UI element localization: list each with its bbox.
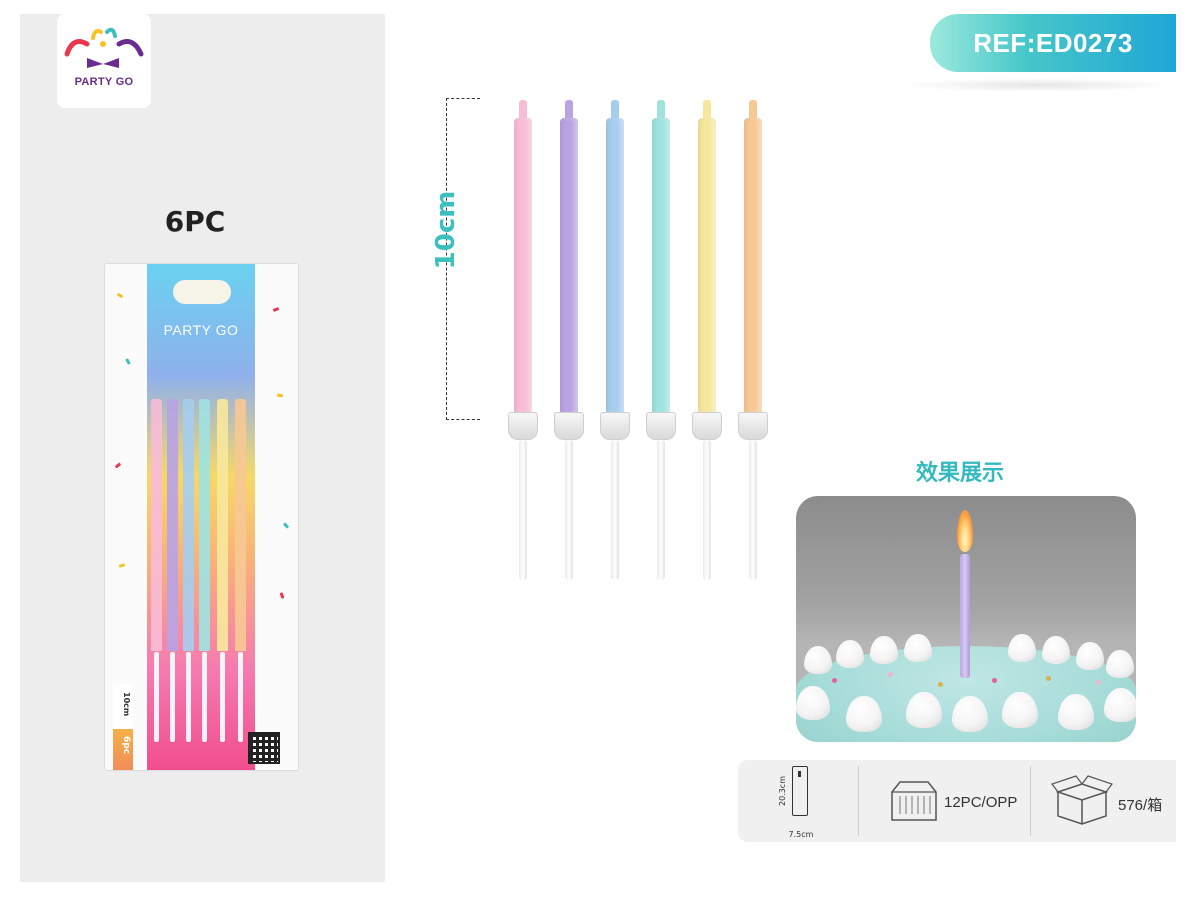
package-height-label: 20.3cm — [778, 776, 787, 807]
hang-hole — [173, 280, 231, 304]
lit-candle — [960, 554, 970, 678]
candle-body — [744, 118, 762, 413]
cake-effect-photo — [796, 496, 1136, 742]
confetti — [276, 393, 284, 398]
spec-divider — [1030, 766, 1031, 836]
sprinkle — [832, 678, 837, 683]
confetti — [118, 563, 126, 568]
candle-stick — [565, 440, 573, 580]
reference-code: REF:ED0273 — [973, 27, 1133, 58]
candle-wick-tip — [611, 100, 619, 122]
meringue — [836, 640, 864, 668]
height-dimension-line — [446, 98, 480, 420]
inner-pack-label: 12PC/OPP — [944, 794, 1018, 811]
meringue — [952, 696, 988, 732]
pack-size-tag: 10cm 6pc — [113, 684, 133, 770]
candle-wick-tip — [749, 100, 757, 122]
pack-stick — [170, 652, 175, 742]
confetti — [125, 358, 131, 365]
quantity-label: 6PC — [164, 205, 226, 238]
meringue — [1002, 692, 1038, 728]
pack-count-text: 6pc — [121, 736, 131, 755]
reference-badge-shadow — [900, 78, 1176, 92]
display-box-icon — [891, 781, 937, 821]
candle-wick-tip — [657, 100, 665, 122]
meringue — [1076, 642, 1104, 670]
brand-name: PARTY GO — [74, 76, 134, 88]
candle-stick — [749, 440, 757, 580]
candle-body — [652, 118, 670, 413]
candle-stick — [519, 440, 527, 580]
sprinkle — [888, 672, 893, 677]
spec-divider — [858, 766, 859, 836]
candle-wick-tip — [703, 100, 711, 122]
meringue — [804, 646, 832, 674]
brand-logo: PARTY GO — [57, 14, 151, 108]
candle-holder — [554, 412, 584, 440]
meringue — [1008, 634, 1036, 662]
reference-badge: REF:ED0273 — [930, 14, 1176, 72]
qr-code-icon — [248, 732, 280, 764]
meringue — [1042, 636, 1070, 664]
candle-holder — [738, 412, 768, 440]
carton-quantity-label: 576/箱 — [1118, 797, 1163, 814]
carton-box-icon — [1051, 775, 1113, 825]
meringue — [1058, 694, 1094, 730]
pack-candle — [199, 399, 210, 651]
pack-candle — [235, 399, 246, 651]
sprinkle — [992, 678, 997, 683]
meringue — [870, 636, 898, 664]
meringue — [796, 686, 830, 720]
candle-body — [606, 118, 624, 413]
blister-pack-image: PARTY GO 10cm 6pc — [104, 263, 299, 771]
candle-stick — [657, 440, 665, 580]
candle-wick-tip — [565, 100, 573, 122]
confetti — [114, 462, 122, 469]
package-size-outline — [792, 766, 808, 816]
candle-body — [698, 118, 716, 413]
height-dimension-label: 10cm — [431, 190, 461, 270]
candle-wick-tip — [519, 100, 527, 122]
candle-stick — [703, 440, 711, 580]
packaging-specs: 20.3cm 7.5cm 12PC/OPP 576/箱 — [738, 760, 1176, 842]
pack-stick — [154, 652, 159, 742]
pack-candle — [217, 399, 228, 651]
meringue — [846, 696, 882, 732]
candle-body — [560, 118, 578, 413]
pack-candle — [183, 399, 194, 651]
meringue — [1106, 650, 1134, 678]
party-go-logo-icon — [64, 27, 144, 68]
candle-stick — [611, 440, 619, 580]
package-size-hole — [798, 771, 801, 777]
confetti — [282, 522, 290, 529]
candle-holder — [508, 412, 538, 440]
pack-candle — [167, 399, 178, 651]
pack-stick — [202, 652, 207, 742]
pack-stick — [186, 652, 191, 742]
effect-display-title: 效果展示 — [915, 461, 1004, 486]
confetti — [116, 292, 124, 299]
confetti — [279, 592, 285, 599]
meringue — [1104, 688, 1136, 722]
sprinkle — [938, 682, 943, 687]
candle-holder — [600, 412, 630, 440]
package-width-label: 7.5cm — [788, 830, 814, 839]
meringue — [904, 634, 932, 662]
pack-brand-name: PARTY GO — [163, 322, 239, 338]
pack-stick — [238, 652, 243, 742]
sprinkle — [1046, 676, 1051, 681]
candle-flame-icon — [957, 510, 973, 552]
meringue — [906, 692, 942, 728]
candle-holder — [692, 412, 722, 440]
pack-stick — [220, 652, 225, 742]
candle-holder — [646, 412, 676, 440]
candle-body — [514, 118, 532, 413]
sprinkle — [1096, 680, 1101, 685]
pack-size-text: 10cm — [122, 692, 131, 717]
pack-candle — [151, 399, 162, 651]
confetti — [272, 307, 280, 312]
